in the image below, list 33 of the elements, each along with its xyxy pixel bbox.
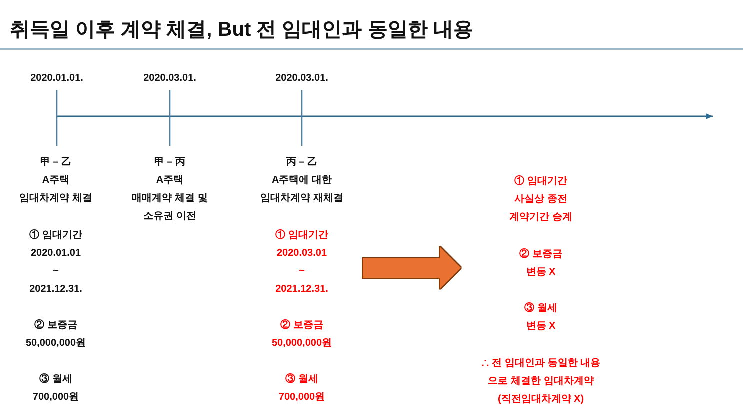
parties-label: 甲 – 乙 xyxy=(40,156,72,170)
term-heading: ① 임대기간 xyxy=(276,228,328,243)
term-value: 2020.03.01 ~ 2021.12.31. xyxy=(274,247,330,297)
conclusion-text: 변동 X xyxy=(526,320,556,334)
title: 취득일 이후 계약 체결, But 전 임대인과 동일한 내용 xyxy=(10,18,474,43)
block-arrow xyxy=(363,247,461,289)
description-text: A주택 xyxy=(42,174,70,188)
term-value: 50,000,000원 xyxy=(272,337,332,351)
term-heading: ③ 월세 xyxy=(524,302,558,316)
description-text: A주택에 대한 임대차계약 재체결 xyxy=(260,174,344,206)
term-heading: ③ 월세 xyxy=(286,372,318,387)
parties-label: 丙 – 乙 xyxy=(286,156,318,170)
term-value: 700,000원 xyxy=(32,391,80,405)
conclusion-note: ∴ 전 임대인과 동일한 내용 으로 체결한 임대차계약 xyxy=(480,357,602,389)
description-text: A주택 xyxy=(156,174,184,188)
term-heading: ② 보증금 xyxy=(520,248,562,262)
description-text: 매매계약 체결 및 소유권 이전 xyxy=(131,192,209,224)
term-heading: ② 보증금 xyxy=(34,318,78,333)
parties-label: 甲 – 丙 xyxy=(154,156,186,170)
term-value: 2020.01.01 ~ 2021.12.31. xyxy=(28,247,84,297)
conclusion-text: 변동 X xyxy=(526,266,556,280)
description-text: 임대차계약 체결 xyxy=(20,192,92,206)
term-heading: ① 임대기간 xyxy=(514,174,568,189)
conclusion-text: 사실상 종전 계약기간 승계 xyxy=(508,193,574,225)
date-label: 2020.03.01. xyxy=(276,72,328,86)
date-label: 2020.01.01. xyxy=(30,72,84,86)
date-label: 2020.03.01. xyxy=(144,72,196,86)
term-value: 50,000,000원 xyxy=(26,337,86,351)
term-heading: ① 임대기간 xyxy=(30,228,82,243)
term-heading: ③ 월세 xyxy=(40,372,72,387)
term-value: 700,000원 xyxy=(278,391,326,405)
conclusion-note: (직전임대차계약 X) xyxy=(498,393,584,407)
term-heading: ② 보증금 xyxy=(280,318,324,333)
